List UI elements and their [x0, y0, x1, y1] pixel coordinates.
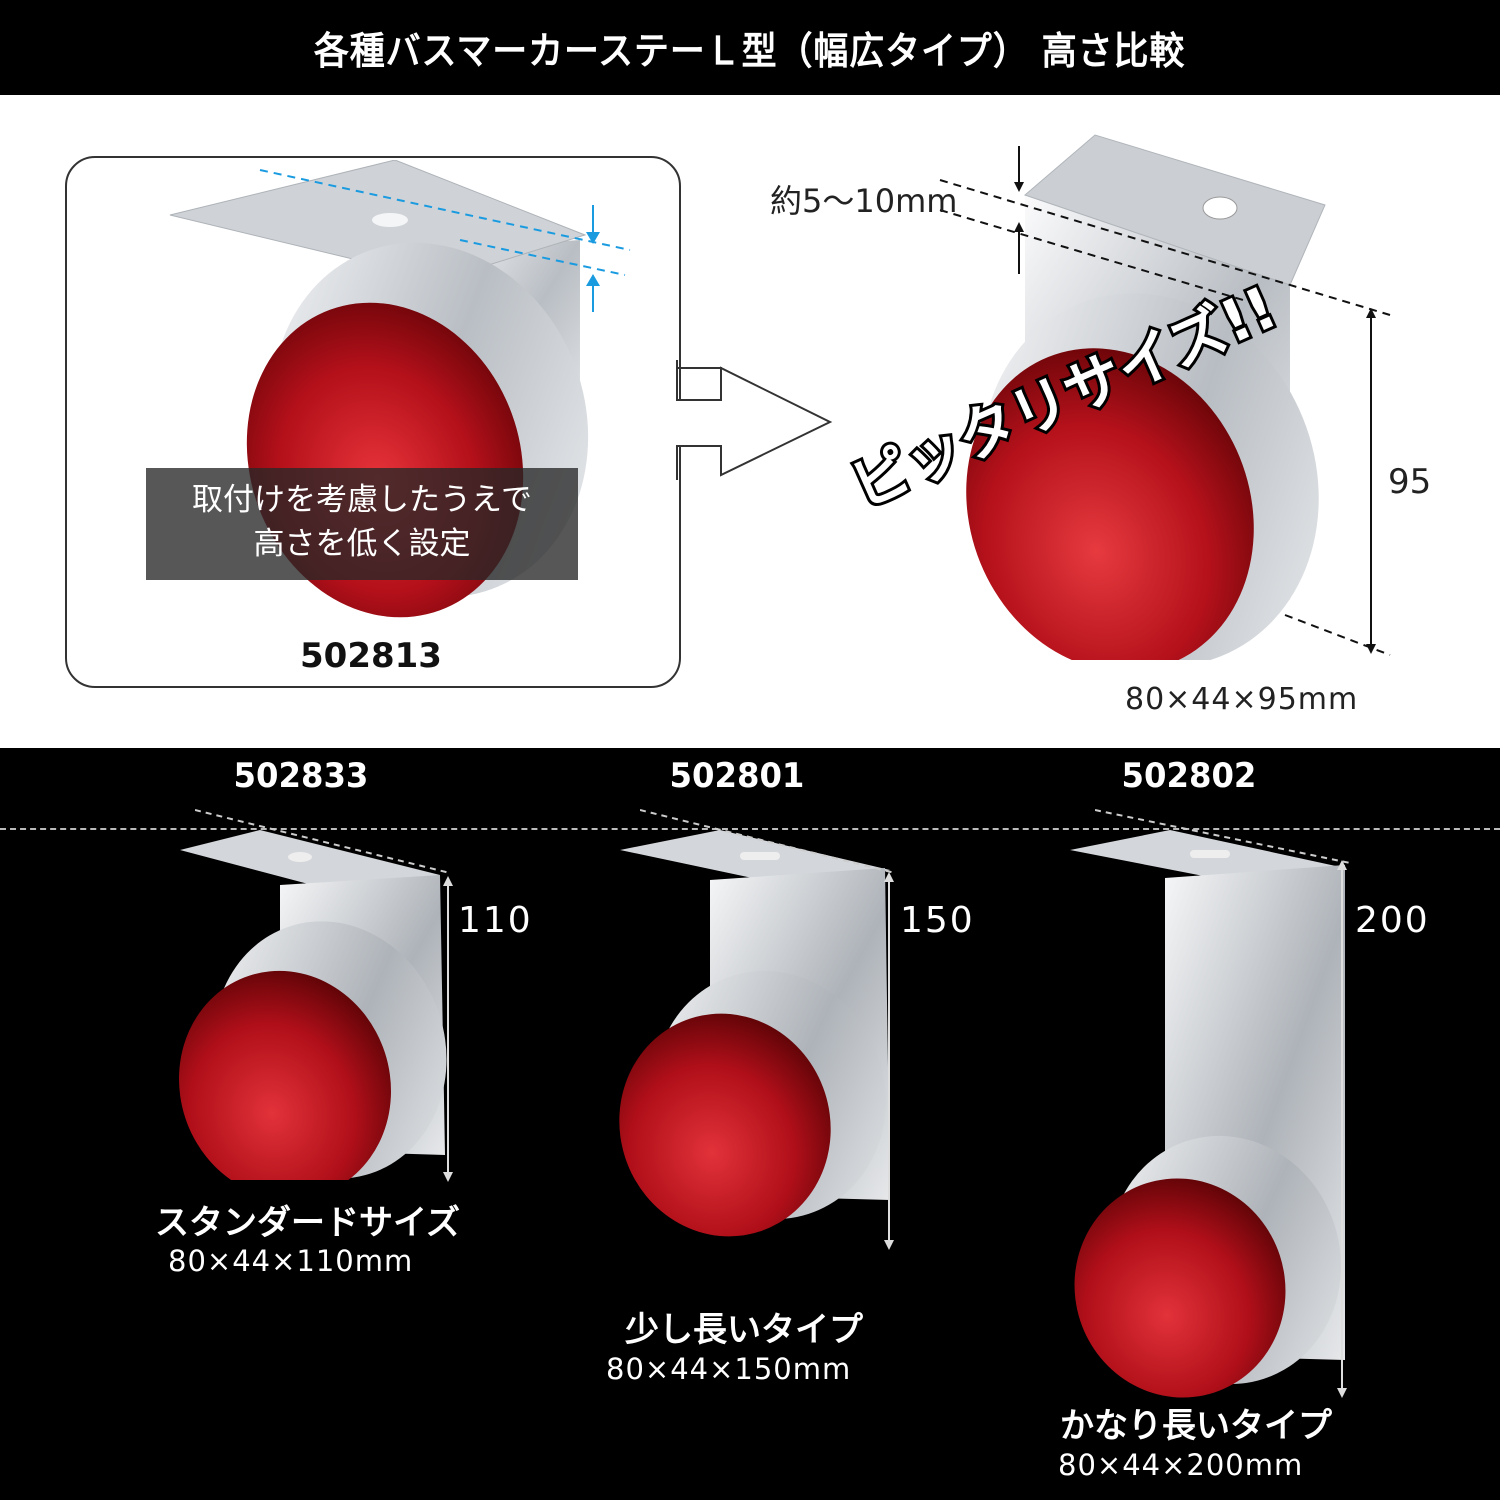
height-dimension-110: 110: [458, 900, 533, 941]
marker-lamp-image-502801: [619, 830, 890, 1237]
diagonal-guide-502833: [195, 809, 451, 874]
height-guide-lines: [259, 169, 631, 276]
height-arrow-down-icon: [443, 1172, 453, 1182]
guide-arrow-down-icon: [586, 232, 600, 244]
guide-arrow-up-shaft: [592, 286, 594, 312]
dimension-guide-lines: [939, 179, 1391, 656]
height-dimension-150: 150: [900, 900, 975, 941]
height-arrow-up-icon: [443, 876, 453, 886]
diagonal-guide-502802: [1095, 809, 1351, 864]
marker-lamp-image-95mm: [966, 134, 1326, 660]
size-150mm: 80×44×150mm: [606, 1352, 852, 1386]
gap-arrow-up-shaft: [1018, 232, 1020, 274]
model-number-502801: 502801: [669, 756, 805, 796]
height-arrow-up-icon: [884, 872, 894, 882]
height-dimension-line: [1341, 868, 1343, 1390]
caption-line-2: 高さを低く設定: [253, 526, 471, 562]
size-200mm: 80×44×200mm: [1058, 1448, 1304, 1482]
height-dimension-line: [888, 880, 890, 1242]
diagonal-guide-502801: [640, 809, 896, 874]
size-95mm: 80×44×95mm: [1125, 682, 1359, 717]
type-label-slightly-long: 少し長いタイプ: [625, 1310, 863, 1350]
gap-label: 約5〜10mm: [770, 182, 958, 220]
right-arrow-icon: [676, 360, 833, 480]
caption-line-1: 取付けを考慮したうえで: [191, 482, 533, 518]
height-dimension-line: [1370, 316, 1372, 646]
type-label-very-long: かなり長いタイプ: [1060, 1406, 1332, 1446]
guide-arrow-down-shaft: [592, 205, 594, 233]
gap-arrow-down-shaft: [1018, 146, 1020, 184]
guide-arrow-up-icon: [586, 274, 600, 286]
gap-arrow-up-icon: [1014, 222, 1024, 232]
height-arrow-down-icon: [1337, 1388, 1347, 1398]
page-title: 各種バスマーカーステーＬ型（幅広タイプ） 高さ比較: [314, 29, 1186, 73]
height-dimension-200: 200: [1355, 900, 1430, 941]
height-dimension-line: [447, 884, 449, 1174]
model-number-502813: 502813: [300, 636, 442, 676]
header-banner: 各種バスマーカーステーＬ型（幅広タイプ） 高さ比較: [0, 0, 1500, 95]
height-arrow-up-icon: [1366, 308, 1376, 318]
marker-lamp-image-502802: [1070, 830, 1345, 1398]
type-label-standard: スタンダードサイズ: [155, 1203, 460, 1243]
model-number-502833: 502833: [233, 756, 369, 796]
height-arrow-down-icon: [1366, 644, 1376, 654]
height-dimension-95: 95: [1388, 462, 1432, 502]
height-arrow-up-icon: [1337, 860, 1347, 870]
marker-lamp-image-502833: [179, 830, 447, 1180]
reference-top-line: [0, 828, 1500, 830]
height-arrow-down-icon: [884, 1240, 894, 1250]
model-number-502802: 502802: [1121, 756, 1257, 796]
size-110mm: 80×44×110mm: [168, 1244, 414, 1278]
gap-arrow-down-icon: [1014, 182, 1024, 192]
caption-box: 取付けを考慮したうえで 高さを低く設定: [146, 468, 578, 580]
